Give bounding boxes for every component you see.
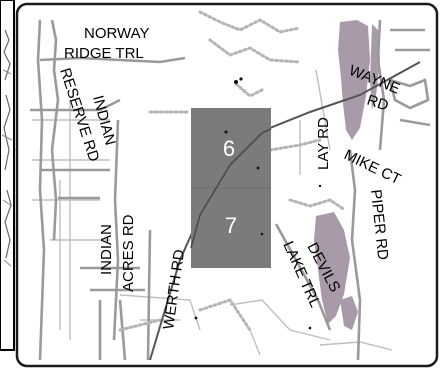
road-lake-trl bbox=[274, 223, 332, 331]
road-wayne-loop bbox=[388, 78, 430, 110]
road-indian-loop bbox=[50, 19, 60, 241]
local-roads bbox=[30, 19, 431, 361]
road-label-ridge-trl: RIDGE TRL bbox=[64, 45, 144, 62]
section-label-6: 6 bbox=[223, 136, 235, 161]
road-east-grid bbox=[390, 28, 431, 127]
parcel-lines bbox=[32, 69, 393, 356]
road-south-grid bbox=[80, 266, 145, 361]
road-cross-1 bbox=[30, 98, 121, 112]
road-label-acres-rd: ACRES RD bbox=[120, 214, 137, 292]
wetland-south bbox=[314, 212, 350, 324]
road-north-east bbox=[376, 19, 386, 151]
road-label-lay-rd: LAY RD bbox=[315, 117, 332, 170]
wetland-south-small bbox=[340, 296, 358, 330]
road-piper bbox=[348, 149, 362, 361]
wetland-north bbox=[338, 20, 370, 140]
road-acres bbox=[112, 119, 120, 341]
road-west-vertical bbox=[36, 19, 46, 361]
left-edge-strip bbox=[0, 0, 15, 351]
road-norway-ridge bbox=[39, 56, 186, 64]
trails bbox=[118, 10, 347, 332]
ponds bbox=[194, 77, 322, 330]
road-label-wayne-rd: RD bbox=[365, 92, 391, 115]
road-label-norway: NORWAY bbox=[84, 25, 150, 42]
road-label-indian-south: INDIAN bbox=[98, 224, 115, 275]
road-werth bbox=[146, 229, 152, 361]
section-blocks bbox=[190, 108, 272, 268]
section-label-7: 7 bbox=[225, 213, 237, 238]
